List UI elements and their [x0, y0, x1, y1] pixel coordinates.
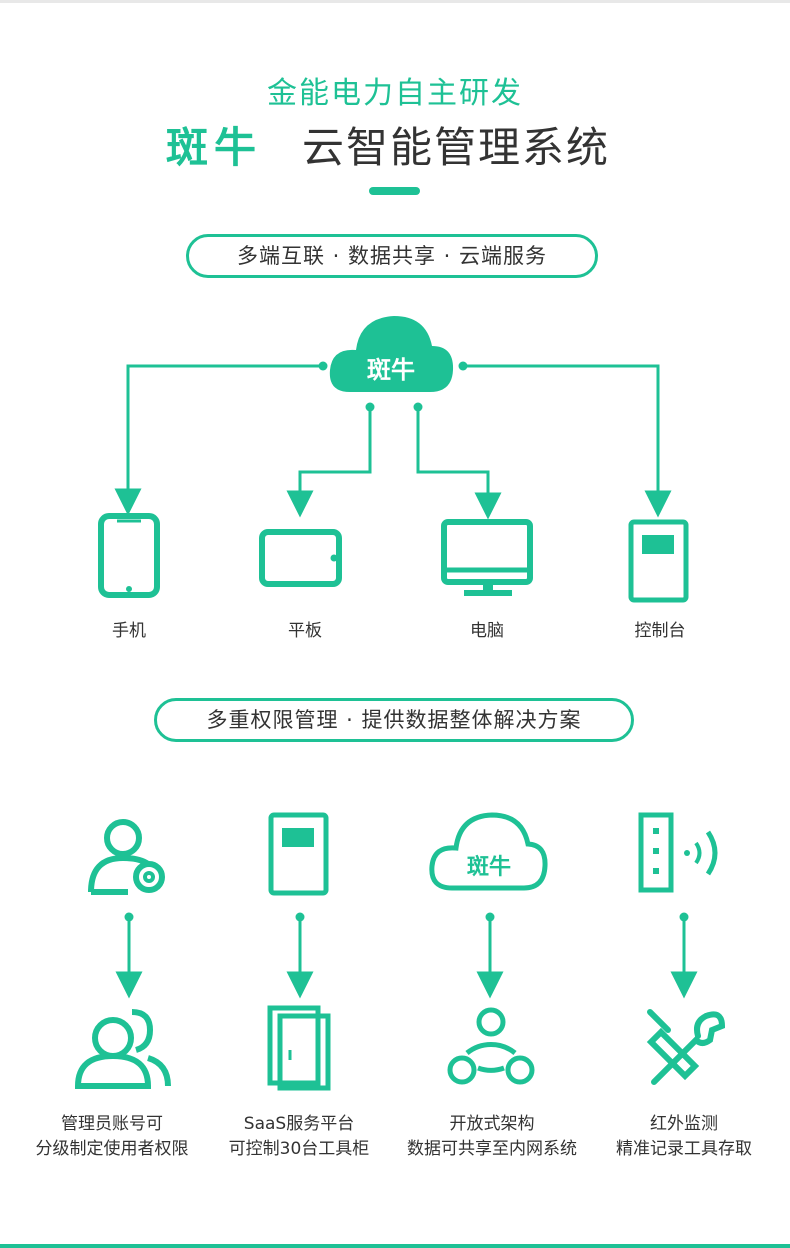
feature-pill-permissions: 多重权限管理 · 提供数据整体解决方案	[154, 698, 634, 742]
feature-caption-admin: 管理员账号可 分级制定使用者权限	[12, 1112, 212, 1162]
brand-logo: 斑牛	[166, 123, 263, 172]
console-icon	[628, 519, 689, 603]
user-settings-icon	[88, 819, 165, 895]
cloud-icon: 斑牛	[429, 812, 548, 891]
infrared-sensor-icon	[638, 812, 718, 893]
phone-icon	[98, 513, 160, 598]
monitor-icon	[441, 519, 533, 596]
feature-caption-line1: SaaS服务平台	[243, 1114, 355, 1134]
cabinet-icon	[267, 1005, 331, 1091]
feature-caption-line2: 精准记录工具存取	[616, 1139, 752, 1159]
cloud-hub-icon: 斑牛	[329, 316, 454, 392]
feature-pill-connectivity: 多端互联 · 数据共享 · 云端服务	[186, 234, 598, 278]
feature-caption-open: 开放式架构 数据可共享至内网系统	[392, 1112, 592, 1162]
feature-caption-infrared: 红外监测 精准记录工具存取	[584, 1112, 784, 1162]
bottom-divider	[0, 1244, 790, 1248]
feature-caption-line2: 数据可共享至内网系统	[407, 1139, 577, 1159]
feature-caption-line2: 分级制定使用者权限	[35, 1139, 189, 1159]
top-divider	[0, 0, 790, 3]
cloud-hub-label: 斑牛	[367, 356, 415, 384]
feature-caption-line1: 红外监测	[650, 1114, 718, 1134]
device-label-computer: 电脑	[470, 621, 504, 641]
share-network-icon	[447, 1007, 535, 1085]
connector-lines	[114, 364, 672, 520]
device-label-console: 控制台	[634, 621, 686, 641]
feature-caption-line1: 开放式架构	[449, 1114, 535, 1134]
page-title: 云智能管理系统	[302, 123, 611, 172]
cloud-small-label: 斑牛	[467, 854, 511, 880]
feature-caption-line1: 管理员账号可	[61, 1114, 163, 1134]
header-subtitle: 金能电力自主研发	[267, 76, 523, 111]
feature-caption-saas: SaaS服务平台 可控制30台工具柜	[199, 1112, 399, 1162]
title-underline	[369, 187, 420, 195]
users-icon	[74, 1009, 171, 1089]
tools-icon	[646, 1009, 726, 1085]
tablet-icon	[259, 529, 342, 587]
device-label-phone: 手机	[112, 621, 146, 641]
device-label-tablet: 平板	[288, 621, 322, 641]
feature-caption-line2: 可控制30台工具柜	[228, 1139, 370, 1159]
vertical-connectors	[115, 917, 698, 999]
console-top-icon	[268, 812, 329, 896]
